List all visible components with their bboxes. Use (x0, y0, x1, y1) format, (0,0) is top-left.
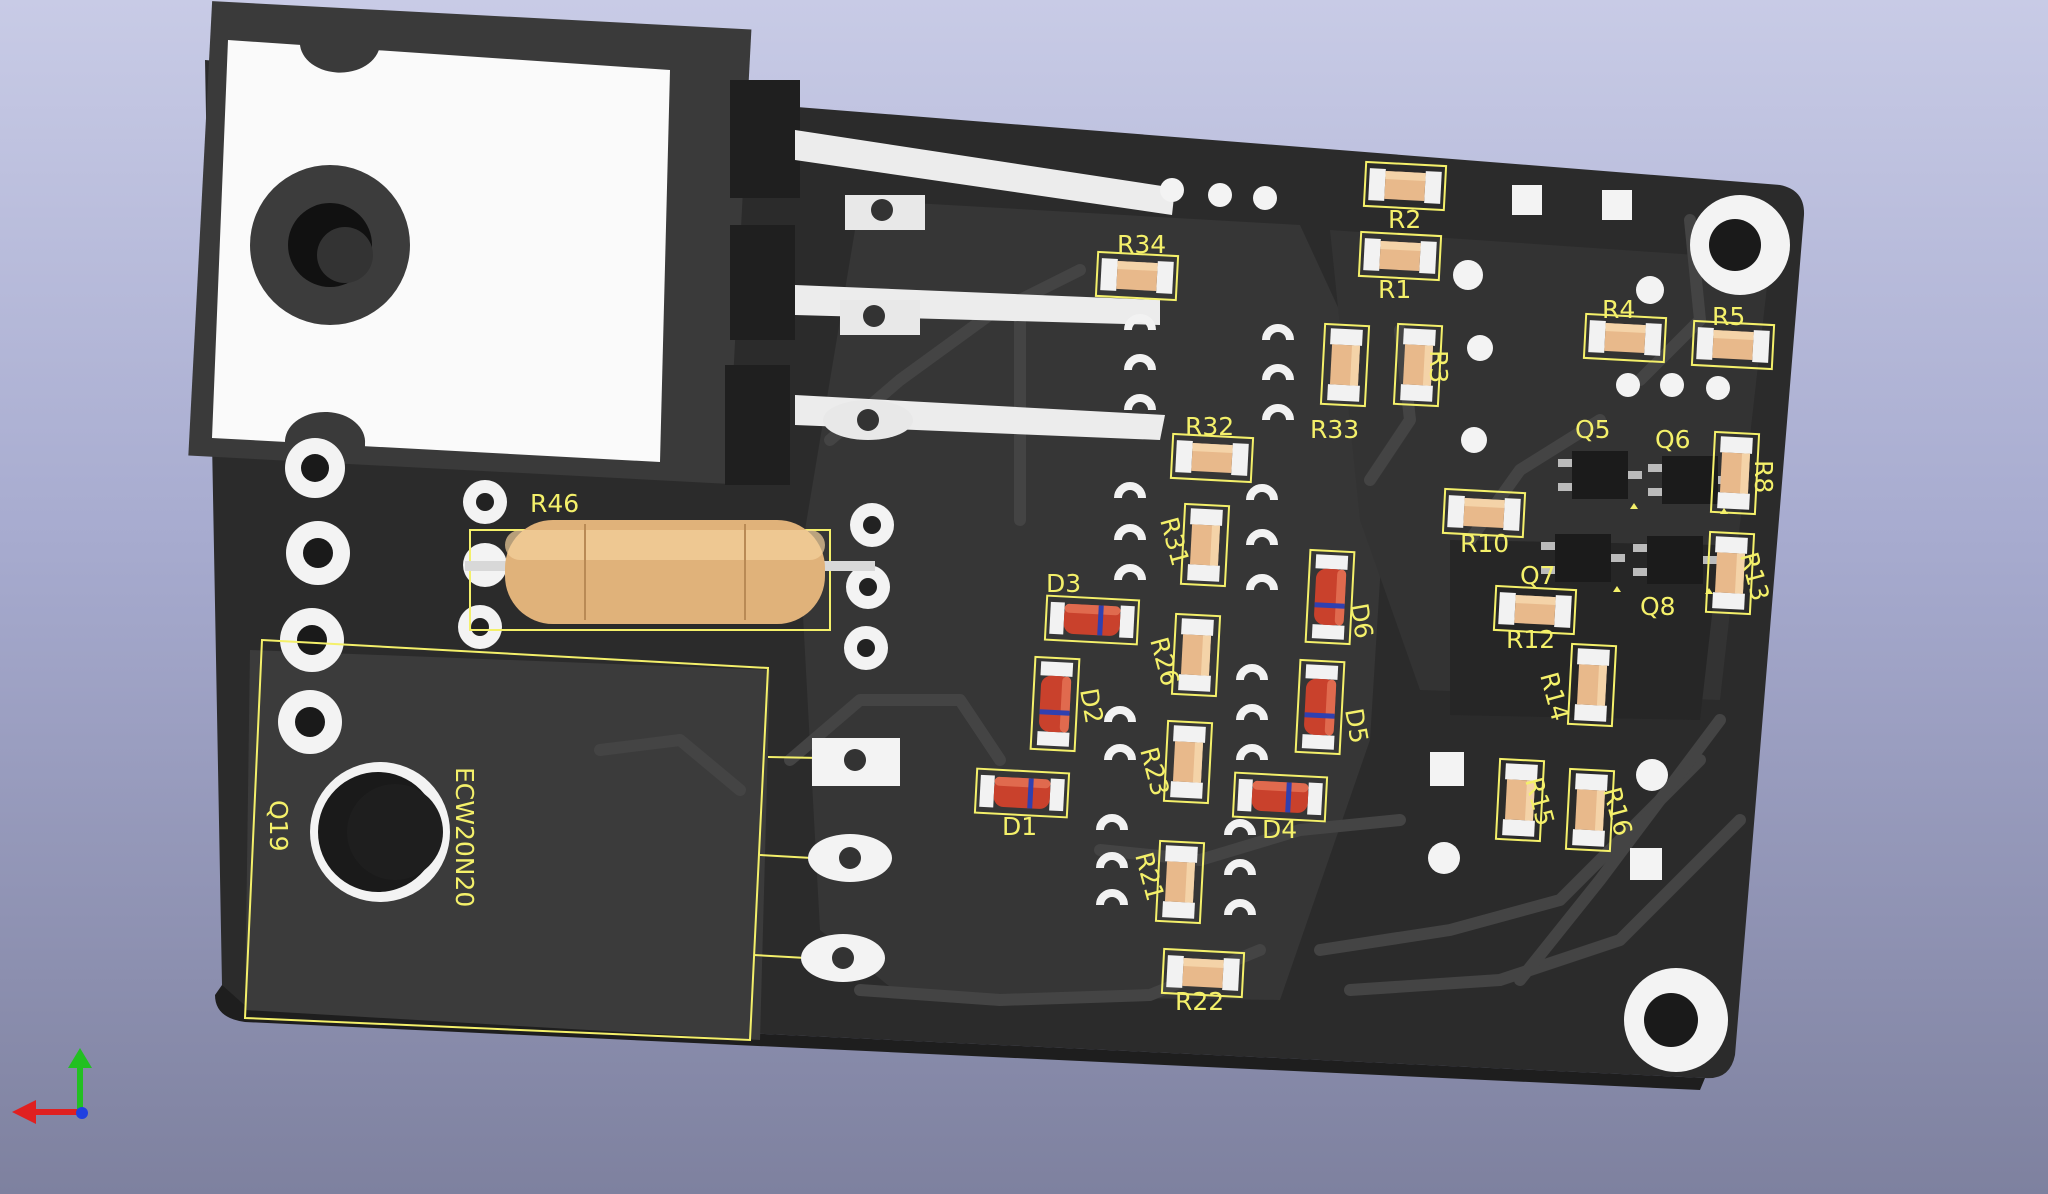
smd-pad (1262, 404, 1294, 421)
smd-pad (1096, 889, 1128, 906)
label-d4: D4 (1262, 815, 1297, 844)
label-d2: D2 (1074, 686, 1109, 726)
transistor-q5 (1558, 451, 1642, 509)
label-r4: R4 (1602, 295, 1635, 324)
resistor-r26 (1170, 612, 1222, 698)
resistor-r3 (1392, 322, 1444, 408)
resistor-r12 (1492, 584, 1578, 636)
smd-pad (1124, 394, 1156, 411)
label-r5: R5 (1712, 302, 1745, 331)
smd-pad (1224, 859, 1256, 876)
resistor-r34 (1094, 250, 1180, 302)
resistor-r13 (1704, 530, 1756, 616)
label-r46: R46 (530, 489, 579, 518)
smd-pad (1246, 529, 1278, 546)
resistor-r5 (1690, 319, 1776, 371)
resistor-r32 (1169, 432, 1255, 484)
resistor-r8 (1709, 430, 1761, 516)
label-q5: Q5 (1575, 415, 1611, 444)
label-r3: R3 (1424, 350, 1453, 383)
smd-pad (1236, 744, 1268, 761)
resistor-r14 (1566, 642, 1618, 728)
label-r2: R2 (1388, 205, 1421, 234)
smd-pad (1246, 484, 1278, 501)
axis-gizmo (12, 1048, 92, 1124)
smd-pad (1262, 364, 1294, 381)
label-r8: R8 (1749, 460, 1778, 493)
components-layer (973, 160, 1776, 999)
tht-pads-left (278, 438, 894, 754)
transistor-q7 (1541, 534, 1625, 592)
label-q6: Q6 (1655, 425, 1691, 454)
resistor-r4 (1582, 312, 1668, 364)
resistor-r21 (1154, 839, 1206, 925)
label-ecw20n20: ECW20N20 (450, 767, 479, 907)
smd-pad (1236, 664, 1268, 681)
diode-d5 (1294, 658, 1346, 756)
resistor-r31 (1179, 502, 1231, 588)
resistor-r23 (1162, 719, 1214, 805)
label-q7: Q7 (1520, 561, 1556, 590)
smd-pad (1114, 482, 1146, 499)
resistor-r33 (1319, 322, 1371, 408)
smd-pad (1124, 314, 1156, 331)
resistor-r16 (1564, 767, 1616, 853)
label-d5: D5 (1339, 706, 1374, 746)
power-resistor-body (465, 520, 875, 631)
label-d1: D1 (1002, 812, 1037, 841)
diode-d3 (1043, 594, 1141, 646)
label-r33: R33 (1310, 415, 1359, 444)
smd-pad (1124, 354, 1156, 371)
mounting-holes (1624, 195, 1790, 1072)
q19-footprint (243, 638, 900, 1042)
smd-pad (1104, 744, 1136, 761)
smd-pad (1224, 819, 1256, 836)
resistor-r2 (1362, 160, 1448, 212)
label-d3: D3 (1046, 569, 1081, 598)
diode-d4 (1231, 771, 1329, 823)
transistor-q6 (1648, 456, 1732, 514)
resistor-r22 (1160, 947, 1246, 999)
label-r10: R10 (1460, 529, 1509, 558)
label-r12: R12 (1506, 625, 1555, 654)
diode-d2 (1029, 655, 1081, 753)
vias (1160, 178, 1730, 880)
label-r32: R32 (1185, 412, 1234, 441)
smd-pad (1096, 814, 1128, 831)
smd-pad (1114, 524, 1146, 541)
resistor-r15 (1494, 757, 1546, 843)
smd-pad (1096, 852, 1128, 869)
resistor-r10 (1441, 487, 1527, 539)
transistor-q8 (1633, 536, 1717, 594)
smd-pad (1246, 574, 1278, 591)
diode-d1 (973, 767, 1071, 819)
smd-pad (1262, 324, 1294, 341)
diode-d6 (1304, 548, 1356, 646)
smd-pad (1236, 704, 1268, 721)
label-d6: D6 (1344, 601, 1379, 641)
smd-pad (1114, 564, 1146, 581)
smd-pad (1224, 899, 1256, 916)
to247-transistor (188, 1, 1175, 485)
label-r1: R1 (1378, 275, 1411, 304)
label-q8: Q8 (1640, 592, 1676, 621)
resistor-r1 (1357, 230, 1443, 282)
label-r34: R34 (1117, 230, 1166, 259)
label-q19: Q19 (264, 800, 293, 852)
label-r22: R22 (1175, 987, 1224, 1016)
smd-pad (1104, 706, 1136, 723)
